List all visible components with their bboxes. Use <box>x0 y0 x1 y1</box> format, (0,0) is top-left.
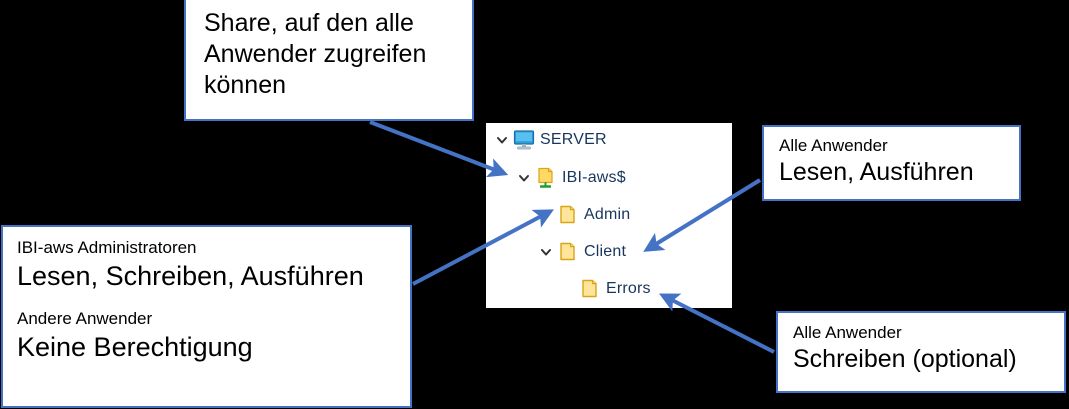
chevron-down-icon[interactable] <box>536 242 556 262</box>
all-users-read-callout: Alle Anwender Lesen, Ausführen <box>762 125 1021 201</box>
tree-label: Admin <box>584 206 631 223</box>
tree-row-ibi-aws-share[interactable]: IBI-aws$ <box>514 165 626 191</box>
arrow-share-to-ibi-aws <box>369 120 509 178</box>
tree-label: IBI-aws$ <box>562 169 626 186</box>
spacer <box>17 294 410 308</box>
all-users-write-heading: Alle Anwender <box>793 323 902 342</box>
shared-folder-icon <box>534 166 558 190</box>
other-users-callout-permissions: Keine Berechtigung <box>17 332 253 362</box>
folder-icon <box>578 277 602 301</box>
other-users-callout-heading: Andere Anwender <box>17 309 153 328</box>
all-users-read-heading: Alle Anwender <box>779 136 888 155</box>
tree-row-client[interactable]: Client <box>536 239 626 265</box>
share-callout-line-1: Share, auf den alle <box>204 9 414 37</box>
folder-icon <box>556 203 580 227</box>
tree-label: Errors <box>606 280 651 297</box>
tree-label: SERVER <box>540 131 607 148</box>
chevron-down-icon[interactable] <box>492 130 512 150</box>
administrators-callout-permissions: Lesen, Schreiben, Ausführen <box>17 261 364 291</box>
tree-label: Client <box>584 243 627 260</box>
tree-row-errors[interactable]: Errors <box>558 276 651 302</box>
tree-row-server[interactable]: SERVER <box>492 127 607 153</box>
computer-monitor-icon <box>512 128 536 152</box>
share-callout-line-2: Anwender zugreifen <box>204 40 427 68</box>
share-callout: Share, auf den alle Anwender zugreifen k… <box>184 0 474 121</box>
folder-icon <box>556 240 580 264</box>
administrators-callout: IBI-aws Administratoren Lesen, Schreiben… <box>1 225 412 408</box>
administrators-callout-heading: IBI-aws Administratoren <box>17 238 197 257</box>
all-users-read-permissions: Lesen, Ausführen <box>779 158 974 186</box>
chevron-down-icon[interactable] <box>514 168 534 188</box>
explorer-tree-panel: SERVER IBI-aws$ <box>486 123 732 308</box>
all-users-write-permissions: Schreiben (optional) <box>793 345 1017 373</box>
tree-row-admin[interactable]: Admin <box>536 202 630 228</box>
share-callout-line-3: können <box>204 71 287 99</box>
all-users-write-callout: Alle Anwender Schreiben (optional) <box>776 311 1066 393</box>
